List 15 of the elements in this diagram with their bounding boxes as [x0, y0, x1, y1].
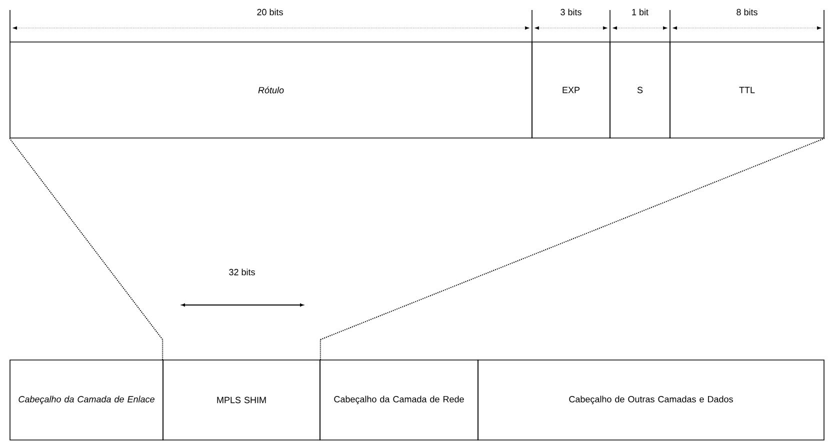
dimension-label: 20 bits	[257, 8, 283, 16]
field-box: EXP	[532, 42, 610, 138]
dimension-label: 32 bits	[229, 268, 255, 276]
packet-box: Cabeçalho da Camada de Enlace	[10, 360, 164, 440]
dimension-label: 3 bits	[560, 8, 582, 16]
packet-box: Cabeçalho de Outras Camadas e Dados	[478, 360, 824, 440]
field-box: Rótulo	[10, 42, 532, 138]
packet-box: MPLS SHIM	[162, 360, 320, 440]
dimension-label: 1 bit	[632, 8, 648, 16]
packet-box: Cabeçalho da Camada de Rede	[320, 360, 478, 440]
field-box: S	[610, 42, 670, 138]
field-box: TTL	[670, 42, 824, 138]
dimension-label: 8 bits	[736, 8, 758, 16]
zoom-line	[320, 138, 825, 360]
zoom-line	[9, 138, 164, 360]
